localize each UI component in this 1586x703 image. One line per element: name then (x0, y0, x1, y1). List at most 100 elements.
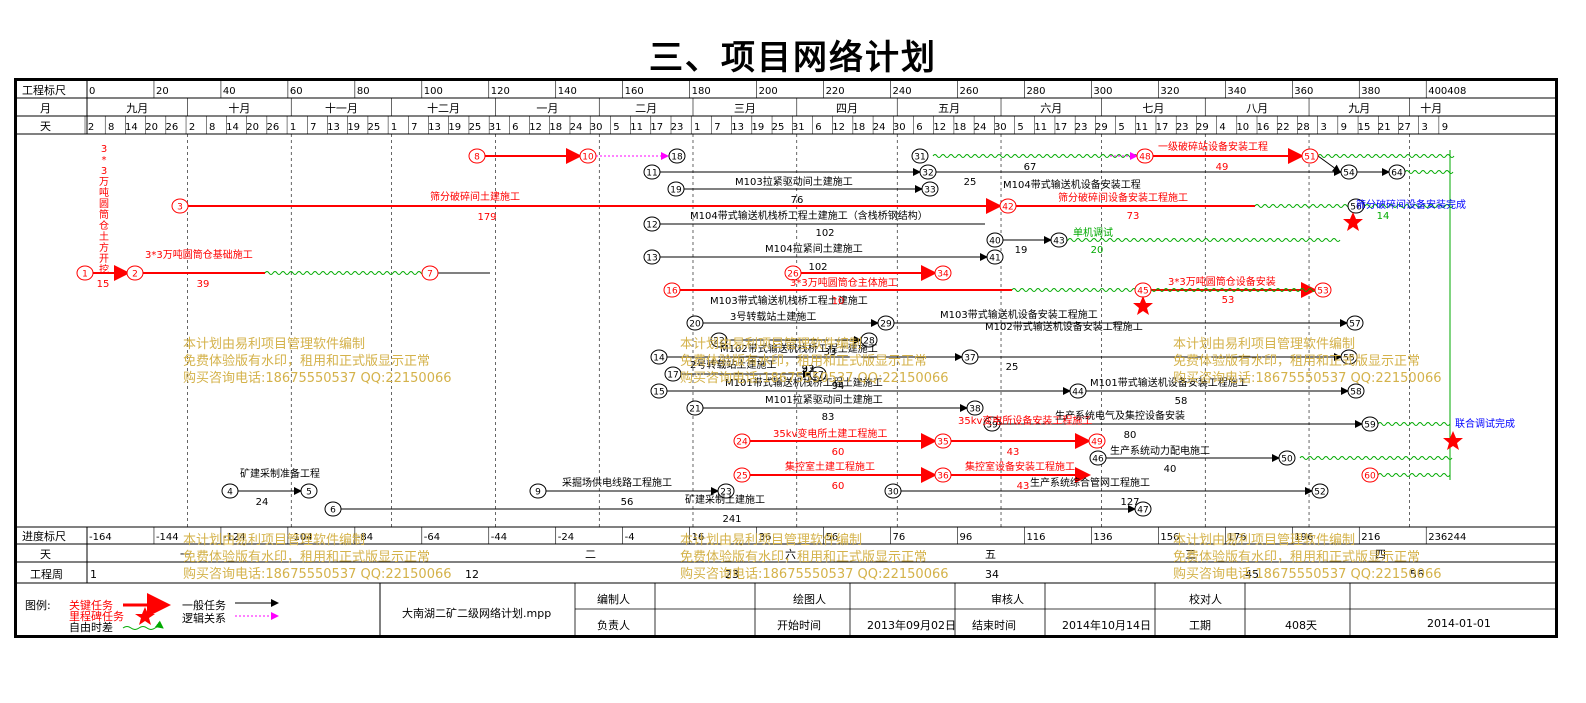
month-label: 二月 (635, 102, 657, 115)
day-label: 12 (529, 122, 542, 133)
watermark-line: 购买咨询电话:18675550537 QQ:22150066 (183, 566, 452, 582)
task-label: 万 (99, 177, 109, 188)
float-line (1404, 170, 1454, 174)
float-line (1059, 238, 1341, 242)
event-node (1388, 164, 1406, 180)
task-label: 矿建采制土建施工 (685, 493, 765, 506)
event-node-number: 49 (1091, 438, 1103, 448)
scale-tick-label: 200 (759, 86, 778, 97)
event-node-number: 22 (713, 337, 724, 347)
event-node (1347, 383, 1365, 399)
event-node-number: 64 (1391, 169, 1403, 179)
legend-float: 自由时差 (69, 621, 113, 634)
event-node-number: 36 (937, 472, 949, 482)
event-node-number: 11 (646, 169, 657, 179)
task-label: 生产系统电气及集控设备安装 (1055, 409, 1185, 422)
event-node (686, 400, 704, 416)
watermark-line: 本计划由易利项目管理软件编制 (183, 533, 365, 548)
legend-critical: 关键任务 (69, 599, 113, 612)
progress-tick-label: 116 (1026, 532, 1045, 543)
task-label: M103带式输送机设备安装工程施工 (940, 308, 1098, 321)
event-node-number: 31 (914, 153, 925, 163)
task-label: * (102, 155, 107, 166)
task-label: 3*3万吨圆筒仓基础施工 (145, 248, 253, 261)
task-label: 集控室土建工程施工 (785, 460, 875, 473)
event-node-number: 35 (937, 438, 948, 448)
progress-tick-label: 216 (1361, 532, 1380, 543)
event-node-number: 5 (306, 488, 312, 498)
month-label: 十一月 (325, 101, 358, 115)
day-label: 21 (1378, 122, 1391, 133)
event-node (1134, 501, 1152, 517)
day-label: 8 (209, 122, 215, 133)
task-label: 3*3万吨圆筒仓设备安装 (1168, 275, 1276, 288)
scale-tick-label: 220 (826, 86, 845, 97)
float-line (1377, 473, 1451, 477)
task-label: 联合调试完成 (1455, 417, 1515, 430)
legend-milestone-star (135, 607, 155, 625)
event-node (784, 265, 802, 281)
task-label: 3*3万吨圆筒仓主体施工 (790, 276, 898, 289)
progress-tick-label: -24 (558, 532, 574, 543)
scale-tick-label: 260 (959, 86, 978, 97)
progress-tick-label: 96 (959, 532, 972, 543)
event-node-number: 50 (1281, 455, 1293, 465)
bottom-day-cell: 五 (985, 548, 996, 561)
task-duration: 33 (824, 347, 837, 358)
scale-tick-label: 360 (1294, 86, 1313, 97)
bottom-week-cell: 45 (1245, 568, 1259, 581)
task-label: 2号转载站土建施工 (690, 358, 776, 371)
event-node-number: 55 (1343, 354, 1354, 364)
event-node (877, 315, 895, 331)
event-node (961, 349, 979, 365)
day-row-label: 天 (40, 120, 51, 133)
task-label: 筛分破碎间设备安装完成 (1356, 198, 1466, 211)
task-duration: 40 (1164, 464, 1177, 475)
day-label: 26 (266, 122, 279, 133)
event-node-number: 16 (666, 287, 678, 297)
event-node (986, 249, 1004, 265)
task-duration: 83 (822, 412, 835, 423)
task-label: M101拉紧驱动间土建施工 (765, 393, 883, 406)
event-node-number: 43 (1053, 237, 1064, 247)
event-node (468, 148, 486, 164)
day-label: 29 (1095, 122, 1108, 133)
month-label: 七月 (1142, 102, 1164, 115)
progress-tick-label: 76 (893, 532, 906, 543)
float-line (1254, 204, 1352, 208)
event-node-number: 38 (969, 405, 981, 415)
day-label: 16 (1257, 122, 1270, 133)
day-label: 17 (1156, 122, 1169, 133)
day-label: 12 (832, 122, 845, 133)
bottom-day-label: 天 (40, 548, 51, 561)
task-label: M104拉紧间土建施工 (765, 242, 863, 255)
watermark-line: 本计划由易利项目管理软件编制 (183, 337, 365, 352)
day-label: 13 (428, 122, 441, 133)
event-node-number: 44 (1072, 388, 1084, 398)
scale-tick-label: 320 (1160, 86, 1179, 97)
day-label: 19 (448, 122, 461, 133)
normal-arrow (1317, 155, 1341, 173)
event-node (1361, 416, 1379, 432)
progress-tick-label: -104 (290, 532, 313, 543)
event-node (919, 164, 937, 180)
event-node (934, 265, 952, 281)
float-line (932, 154, 1142, 158)
day-label: 2 (88, 122, 94, 133)
legend-label: 图例: (25, 599, 51, 612)
task-duration: 25 (964, 177, 977, 188)
progress-tick-label: -84 (357, 532, 373, 543)
event-node (126, 265, 144, 281)
task-label: 3号转载站土建施工 (730, 310, 816, 323)
info-editor-label: 编制人 (597, 593, 630, 606)
task-label: 仓 (99, 219, 109, 232)
month-label: 一月 (536, 102, 558, 115)
month-label: 十二月 (427, 101, 460, 115)
progress-tick-label: -144 (156, 532, 179, 543)
float-line (1377, 422, 1451, 426)
event-node (221, 483, 239, 499)
day-label: 25 (772, 122, 785, 133)
task-duration: 58 (1175, 396, 1188, 407)
day-label: 13 (327, 122, 340, 133)
bottom-day-cell: 三 (1185, 548, 1196, 561)
